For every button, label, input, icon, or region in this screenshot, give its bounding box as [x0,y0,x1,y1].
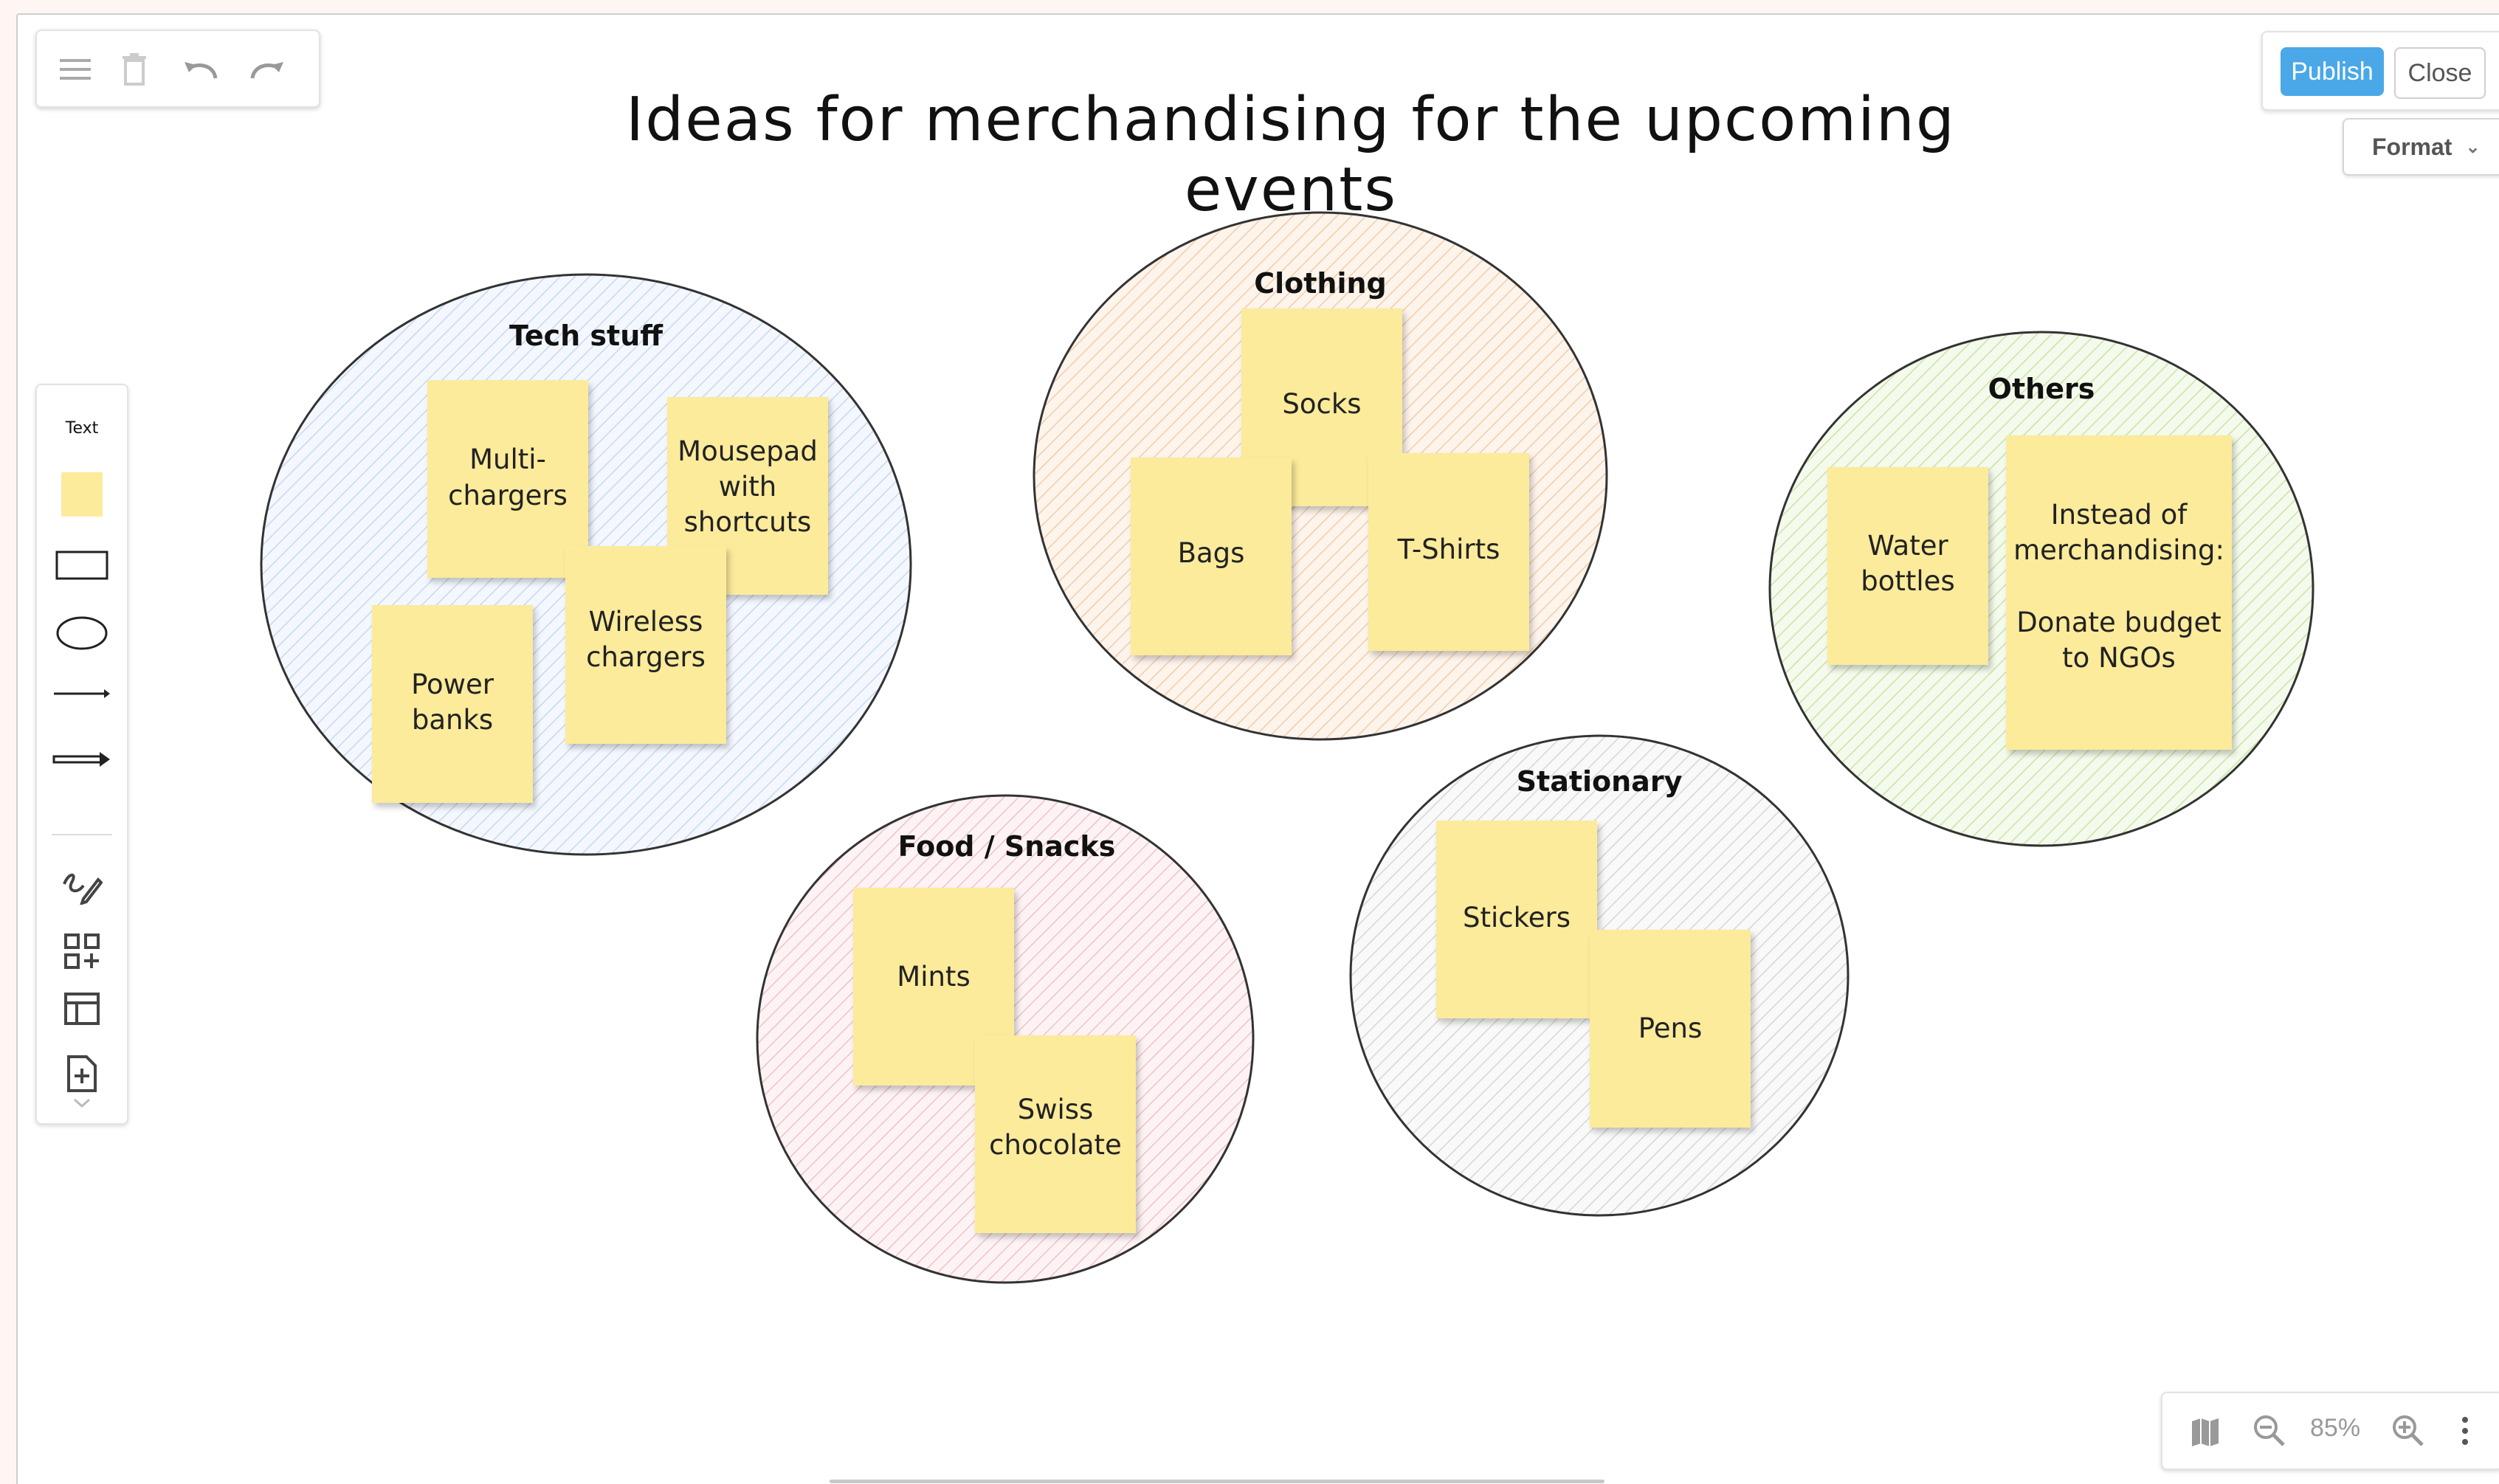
redo-icon[interactable] [248,50,286,89]
freehand-icon[interactable] [37,869,127,905]
sticky-note[interactable]: Bags [1131,458,1292,655]
note-line: Power [411,669,494,700]
format-button[interactable]: Format ⌄ [2343,118,2499,176]
sticky-note[interactable]: T-Shirts [1368,453,1529,651]
note-line: Pens [1638,1012,1702,1044]
undo-icon[interactable] [182,50,220,89]
note-line: shortcuts [684,506,812,538]
cluster-stationary-label: Stationary [1517,765,1683,798]
note-line: to NGOs [2062,642,2176,674]
cluster-others[interactable]: Others Water bottles Instead of merchand… [1768,331,2314,847]
table-icon[interactable] [37,992,127,1026]
publish-button[interactable]: Publish [2281,47,2384,96]
text-tool-label: Text [65,419,99,438]
note-line: with [719,471,777,503]
cluster-clothing-label: Clothing [1254,267,1387,300]
note-line: Bags [1178,537,1245,569]
cluster-others-label: Others [1988,373,2095,405]
arrow-icon[interactable] [37,750,127,769]
publish-panel: Publish Close [2261,31,2499,111]
add-page-icon[interactable] [37,1054,127,1094]
chevron-down-icon: ⌄ [2465,137,2481,157]
note-line: T-Shirts [1397,534,1500,565]
text-tool[interactable]: Text [37,419,127,438]
note-line: Swiss [1018,1094,1094,1125]
page-title[interactable]: Ideas for merchandising for the upcoming… [626,85,1956,225]
note-line: Water [1867,530,1948,562]
note-line: Mousepad [678,435,818,467]
map-icon[interactable] [2189,1415,2221,1451]
ellipse-icon[interactable] [37,615,127,651]
sticky-note[interactable]: Multi- chargers [427,380,588,578]
note-line: Stickers [1463,902,1571,933]
shapes-icon[interactable] [37,933,127,970]
cluster-stationary[interactable]: Stationary Stickers Pens [1349,734,1850,1217]
more-icon[interactable] [2461,1415,2469,1449]
trash-icon[interactable] [115,50,154,89]
line-icon[interactable] [37,686,127,701]
sticky-note[interactable]: Power banks [372,605,533,803]
cluster-food-label: Food / Snacks [898,830,1116,863]
note-line: banks [412,704,493,736]
note-line: chargers [586,641,706,673]
horizontal-scrollbar[interactable] [830,1480,1604,1483]
cluster-tech-stuff[interactable]: Tech stuff Multi- chargers Mousepad with… [260,273,912,856]
note-line: bottles [1861,565,1954,597]
note-line: Socks [1282,388,1361,420]
note-line: Wireless [589,606,703,638]
zoom-in-icon[interactable] [2391,1414,2425,1451]
whiteboard-canvas[interactable]: Tech stuff Multi- chargers Mousepad with… [16,13,2499,1484]
sticky-note[interactable]: Stickers [1436,821,1597,1018]
sticky-note[interactable]: Wireless chargers [565,546,726,744]
chevron-down-icon[interactable] [37,1098,127,1108]
cluster-tech-label: Tech stuff [509,320,663,352]
sticky-note[interactable]: Pens [1590,930,1751,1128]
note-line: merchandising: [2013,534,2224,566]
format-label: Format [2372,133,2453,160]
note-line: Instead of [2051,499,2188,531]
zoom-level[interactable]: 85% [2310,1414,2361,1442]
close-button[interactable]: Close [2394,47,2486,99]
menu-icon[interactable] [56,50,94,89]
cluster-food-snacks[interactable]: Food / Snacks Mints Swiss chocolate [756,794,1255,1284]
note-line: chargers [448,480,568,511]
note-line: Donate budget [2016,607,2221,638]
note-line: Multi- [469,444,546,475]
sticky-note[interactable]: Instead of merchandising: Donate budget … [2006,435,2232,750]
cluster-clothing[interactable]: Clothing Socks Bags T-Shirts [1033,211,1608,741]
zoom-out-icon[interactable] [2252,1414,2286,1451]
left-toolbar: Text [35,384,128,1125]
note-line: chocolate [989,1129,1122,1161]
sticky-note[interactable]: Mousepad with shortcuts [667,397,828,595]
zoom-bar: 85% [2161,1392,2499,1470]
rectangle-icon[interactable] [37,551,127,580]
sticky-note-icon[interactable] [37,471,127,518]
divider [52,834,112,835]
sticky-note[interactable]: Swiss chocolate [975,1035,1136,1233]
sticky-note[interactable]: Water bottles [1827,467,1988,665]
note-line: Mints [897,961,970,993]
drawing-surface[interactable]: Tech stuff Multi- chargers Mousepad with… [18,15,2499,1484]
top-toolbar [35,30,320,108]
